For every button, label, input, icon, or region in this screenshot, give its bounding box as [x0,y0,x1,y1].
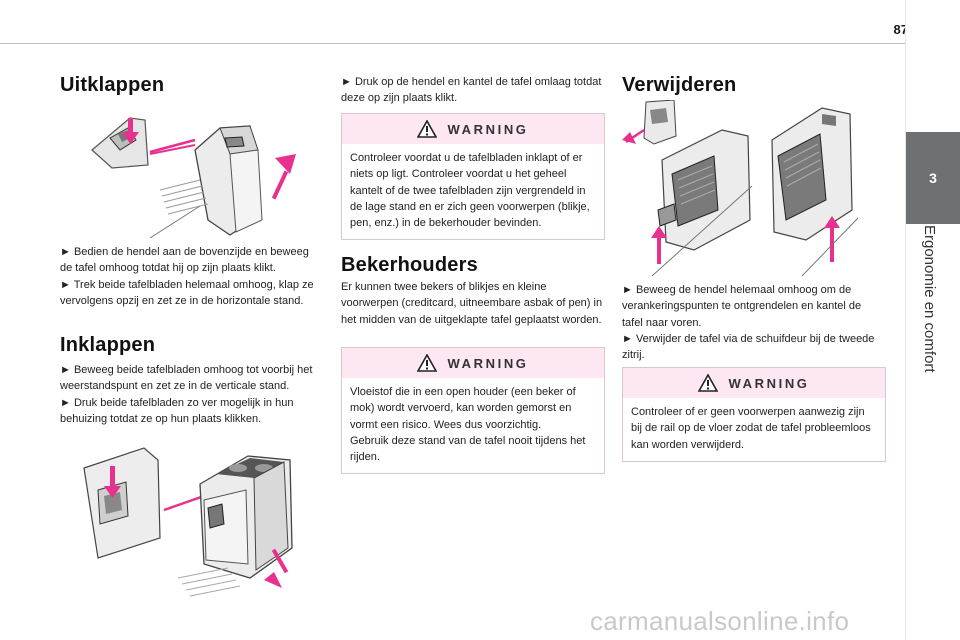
paragraph-cupholders: Er kunnen twee bekers of blikjes en klei… [341,281,603,326]
paragraph-tilt-down: ► Druk op de hendel en kantel de tafel o… [341,76,602,105]
illustration-remove [622,100,858,276]
heading-inklappen: Inklappen [60,334,156,356]
warning-title: WARNING [728,375,810,391]
heading-uitklappen: Uitklappen [60,74,165,96]
paragraph-unfold-step2: ► Trek beide tafelbladen helemaal omhoog… [60,278,314,307]
header-divider [0,43,905,44]
paragraph-fold-step2: ► Druk beide tafelbladen zo ver mogelijk… [60,396,294,425]
chapter-number: 3 [929,170,937,186]
warning-title: WARNING [447,121,529,137]
warning-icon [417,354,438,372]
warning-text: Controleer voordat u de tafelbladen inkl… [342,144,604,240]
warning-icon [698,374,719,392]
paragraph-remove-step2: ► Verwijder de tafel via de schuifdeur b… [622,332,875,362]
heading-verwijderen: Verwijderen [622,74,737,96]
illustration-unfold [90,110,320,238]
chapter-title: Ergonomie en comfort [921,225,938,373]
page-number: 87 [893,22,908,37]
chapter-tab[interactable]: 3 [906,132,960,224]
paragraph-unfold-step1: ► Bedien de hendel aan de bovenzijde en … [60,246,309,275]
warning-box-1: WARNING Controleer voordat u de tafelbla… [341,113,605,241]
paragraph-remove-step1: ► Beweeg de hendel helemaal omhoog om de… [622,284,862,329]
warning-box-3: WARNING Controleer of er geen voorwerpen… [622,367,886,462]
warning-box-2: WARNING Vloeistof die in een open houder… [341,347,605,475]
heading-bekerhouders: Bekerhouders [341,254,478,276]
paragraph-fold-step1: ► Beweeg beide tafelbladen omhoog tot vo… [60,364,313,393]
warning-text: Controleer of er geen voorwerpen aanwezi… [623,398,885,461]
watermark: carmanualsonline.info [590,606,850,636]
illustration-fold [78,438,318,600]
warning-text-2: Gebruik deze stand van de tafel nooit ti… [350,434,586,464]
chapter-sidebar [905,0,960,640]
warning-text-1: Vloeistof die in een open houder (een be… [350,386,576,431]
warning-icon [417,120,438,138]
warning-title: WARNING [447,355,529,371]
